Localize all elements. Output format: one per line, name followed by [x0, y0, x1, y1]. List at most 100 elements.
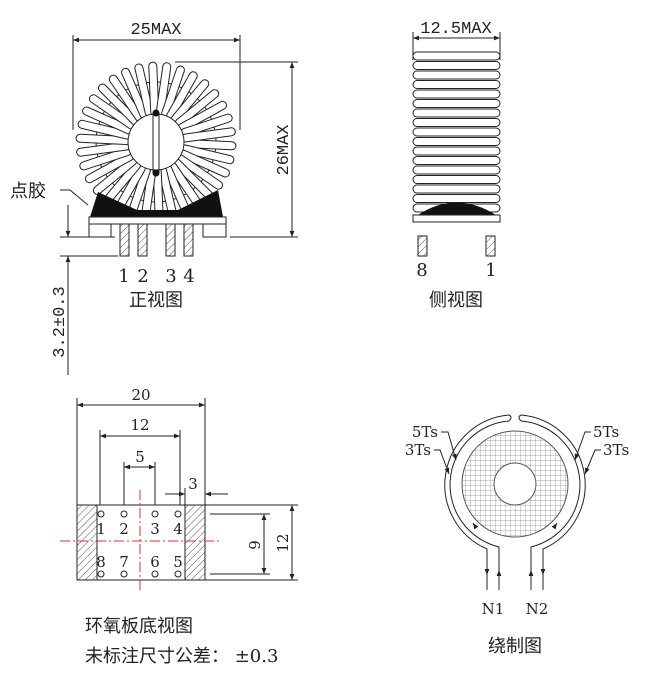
coil-stack — [412, 51, 501, 213]
dim-inner-pitch: 5 — [135, 448, 145, 466]
coil-layer — [412, 51, 501, 61]
coil-layer — [412, 108, 501, 118]
pin — [165, 223, 176, 257]
tolerance-note: 未标注尺寸公差： ±0.3 — [85, 646, 278, 667]
coil-layer — [412, 127, 501, 137]
coil-turn — [171, 80, 209, 123]
coil-layer — [412, 156, 501, 165]
coil-turn — [85, 152, 134, 183]
coil-turn — [109, 75, 143, 121]
coil-turn — [149, 62, 159, 116]
coil-turn — [98, 84, 139, 125]
bottom-view: 20 12 5 3 1 2 3 4 8 7 6 5 9 12 环氧板底视图 — [60, 386, 298, 667]
coil-turn — [164, 165, 190, 216]
coil-turn — [77, 142, 130, 156]
coil-turn — [115, 164, 145, 212]
pin-label: 3 — [165, 266, 176, 287]
coil-turn — [182, 128, 235, 142]
coil-turn — [181, 145, 234, 164]
coil-turn — [178, 101, 227, 132]
left-3ts-label: 3Ts — [405, 441, 431, 459]
width-dim: 25MAX — [130, 21, 181, 40]
coil-layer — [412, 99, 501, 108]
coil-turn — [141, 168, 156, 221]
left-5ts-label: 5Ts — [412, 423, 438, 441]
coil-turn — [182, 139, 236, 150]
pin-label: 3 — [150, 520, 160, 538]
coil-turn — [167, 72, 197, 120]
dim-edge: 3 — [188, 475, 198, 493]
pin — [183, 223, 194, 257]
coil-layer — [412, 165, 501, 175]
pin-label: 6 — [150, 553, 160, 571]
pin — [137, 223, 148, 257]
coil-turn — [173, 159, 214, 200]
dim-outer-pitch: 12 — [130, 416, 149, 434]
side-view: 12.5MAX 8 1 侧视图 — [412, 20, 501, 311]
winding-n1 — [444, 414, 510, 590]
coil-turn — [89, 95, 135, 129]
side-view-title: 侧视图 — [429, 290, 483, 311]
coil-turn — [159, 167, 177, 220]
coil-layer — [412, 70, 501, 80]
pin-offset-dim: 3.2±0.3 — [51, 286, 70, 357]
pin-label: 1 — [118, 266, 129, 287]
coil-turn — [128, 166, 150, 218]
height-dim: 26MAX — [275, 124, 294, 175]
pin-label: 1 — [96, 520, 106, 538]
coil-layer — [412, 137, 501, 146]
coil-turn — [83, 107, 133, 134]
coil-turn — [135, 64, 153, 117]
coil-layer — [412, 118, 501, 127]
pin-label: 2 — [137, 266, 148, 287]
winding-view-title: 绕制图 — [488, 636, 542, 657]
core-hole — [127, 113, 185, 171]
glue-dome — [418, 202, 496, 215]
coil-layer — [412, 194, 501, 203]
dim-row-span: 9 — [246, 540, 264, 550]
glue — [90, 190, 223, 217]
front-view-title: 正视图 — [129, 290, 183, 311]
coil-turn — [103, 161, 141, 204]
right-5ts-label: 5Ts — [593, 423, 619, 441]
coil-layer — [412, 89, 501, 99]
coil-layer — [412, 175, 501, 184]
coil-turn — [76, 134, 130, 145]
lead-n1-label: N1 — [482, 600, 505, 618]
dim-overall: 20 — [131, 386, 150, 404]
coil-turn — [78, 120, 131, 139]
coil-turn — [177, 155, 223, 189]
pin-label: 7 — [119, 553, 129, 571]
pin-label: 4 — [173, 520, 183, 538]
coil-turn — [93, 157, 137, 194]
winding-n2 — [520, 414, 586, 590]
coil-turn — [179, 150, 229, 177]
pin-label: 8 — [96, 553, 106, 571]
glue-label: 点胶 — [10, 181, 46, 202]
front-view: 25MAX 26MAX 点胶 3.2±0.3 1 2 3 4 正视图 — [10, 21, 298, 375]
coil-turn — [175, 90, 219, 127]
pin-label: 8 — [416, 260, 427, 281]
pin-label: 1 — [485, 260, 496, 281]
pin-label: 5 — [173, 553, 183, 571]
dim-height: 12 — [274, 533, 292, 552]
bottom-view-title: 环氧板底视图 — [85, 616, 193, 637]
coil-layer — [412, 184, 501, 194]
winding-view: 5Ts 3Ts 5Ts 3Ts N1 N2 绕制图 — [405, 414, 629, 657]
coil-turn — [80, 147, 132, 170]
coil-layer — [412, 80, 501, 89]
lead-n2-label: N2 — [526, 600, 549, 618]
coil-layer — [412, 146, 501, 156]
coil-turn — [162, 66, 184, 118]
pin — [119, 223, 130, 257]
pin-label: 2 — [119, 520, 129, 538]
coil-turn — [156, 63, 171, 116]
pin-label: 4 — [183, 266, 194, 287]
base-plate — [88, 216, 227, 225]
coil-turn — [169, 163, 203, 209]
coil-turn — [180, 114, 232, 137]
coil-turn — [122, 68, 148, 119]
coil-layer — [412, 61, 501, 70]
side-width-dim: 12.5MAX — [420, 20, 491, 39]
